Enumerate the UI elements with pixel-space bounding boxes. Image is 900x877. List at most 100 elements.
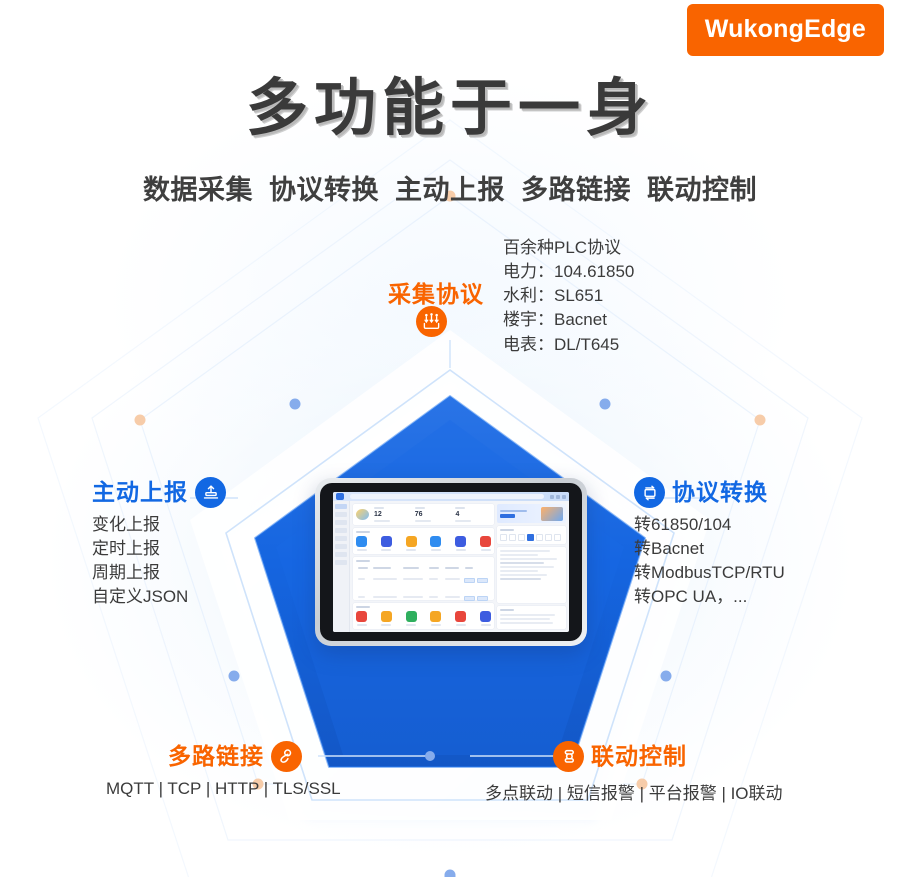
dashboard-search-input[interactable] [350,494,544,499]
quick-panel-grid[interactable] [500,534,563,541]
dashboard-stats-card: 12 76 [353,504,495,525]
node-report-item-3: 自定义JSON [92,587,189,607]
shortcut-5[interactable] [480,536,492,551]
quick-cell [545,534,553,541]
dashboard-sidebar[interactable] [333,501,350,632]
node-collect-icon-wrap [416,306,447,337]
node-convert-item-3: 转OPC UA，... [634,587,748,607]
stat-value-1: 76 [414,511,423,518]
dashboard-activity-feed [497,547,566,603]
node-active-report: 主动上报 变化上报 定时上报 周期上报 自定义JSON [92,477,226,610]
stat-2: 4 [455,507,491,522]
bottom-app-5[interactable] [480,611,492,626]
shortcut-4[interactable] [455,536,467,551]
subtitle-item-1: 协议转换 [268,175,379,205]
brand-badge: WukongEdge [686,4,884,56]
upload-icon [195,477,226,508]
pentagon-nodes [134,190,766,877]
bottom-app-1[interactable] [380,611,392,626]
edit-icon[interactable] [550,494,554,499]
node-convert-item-0: 转61850/104 [634,515,732,534]
node-report-item-0: 变化上报 [92,515,160,534]
subtitle-item-3: 多路链接 [521,175,632,205]
promo-illustration [541,506,563,521]
node-linkage-title: 联动控制 [591,743,687,769]
sidebar-item-0[interactable] [335,504,347,509]
dashboard-promo-banner[interactable] [497,504,566,523]
stat-0: 12 [374,507,410,522]
node-collect-item-2: 水利：SL651 [503,286,604,306]
quick-cell [554,534,562,541]
dashboard-topbar [333,492,569,501]
shortcut-1[interactable] [380,536,392,551]
table-header-row [356,565,491,570]
subtitle-item-0: 数据采集 [142,175,253,205]
node-report-list: 变化上报 定时上报 周期上报 自定义JSON [92,513,226,610]
table-row [356,588,491,606]
quick-cell [500,534,508,541]
node-convert-item-2: 转ModbusTCP/RTU [634,563,785,583]
stat-1: 76 [414,507,451,522]
sidebar-item-5[interactable] [335,544,347,549]
node-collect-item-3: 楼宇：Bacnet [503,310,607,330]
node-linkage-items: 多点联动 | 短信报警 | 平台报警 | IO联动 [485,784,783,803]
node-multilink-title: 多路链接 [168,743,264,769]
bottom-app-2[interactable] [405,611,417,626]
convert-loop-icon [634,477,665,508]
sidebar-item-7[interactable] [335,560,347,565]
bottom-app-0[interactable] [356,611,367,626]
node-collect-item-4: 电表：DL/T645 [503,334,620,354]
node-multilink: 多路链接 MQTT | TCP | HTTP | TLS/SSL [106,741,341,799]
sidebar-item-2[interactable] [335,520,347,525]
quick-cell [527,534,535,541]
quick-cell [536,534,544,541]
node-multilink-items: MQTT | TCP | HTTP | TLS/SSL [106,779,341,798]
data-collect-icon [416,306,447,337]
stat-value-0: 12 [374,511,382,518]
node-collect-protocol: 采集协议 [388,283,484,306]
dashboard-table-card [353,557,495,619]
node-report-item-2: 周期上报 [92,563,160,583]
node-convert-item-1: 转Bacnet [634,539,704,559]
node-convert-title: 协议转换 [672,479,768,505]
bottom-app-3[interactable] [430,611,442,626]
linkage-icon [553,741,584,772]
stat-value-2: 4 [455,511,460,518]
avatar[interactable] [562,494,566,499]
quick-cell [518,534,526,541]
node-report-title: 主动上报 [92,479,188,505]
sidebar-item-1[interactable] [335,512,347,517]
node-collect-item-0: 百余种PLC协议 [503,238,622,257]
dashboard-notices [497,606,566,629]
tablet-bezel: 12 76 [320,483,582,641]
dashboard-shortcuts-card [353,528,495,554]
shortcut-3[interactable] [430,536,442,551]
bottom-app-4[interactable] [455,611,467,626]
weather-icon [356,509,369,520]
node-protocol-convert: 协议转换 转61850/104 转Bacnet 转ModbusTCP/RTU 转… [634,477,785,610]
sidebar-item-6[interactable] [335,552,347,557]
sidebar-item-4[interactable] [335,536,347,541]
sidebar-item-3[interactable] [335,528,347,533]
link-icon [271,741,302,772]
subtitle-item-4: 联动控制 [647,175,758,205]
dashboard-logo-icon [336,493,344,500]
page-subtitle: 数据采集 协议转换 主动上报 多路链接 联动控制 [0,168,900,207]
page-title: 多功能于一身 [245,74,654,143]
node-convert-list: 转61850/104 转Bacnet 转ModbusTCP/RTU 转OPC U… [634,513,785,610]
tablet-screen: 12 76 [333,492,569,632]
table-row [356,570,491,588]
shortcut-2[interactable] [405,536,417,551]
dashboard-topbar-actions[interactable] [550,494,566,499]
dashboard-bottom-apps-card [353,603,495,629]
dashboard-quick-panel [497,526,566,544]
node-collect-title: 采集协议 [388,281,484,307]
node-collect-item-1: 电力：104.61850 [503,262,635,282]
shortcut-0[interactable] [356,536,367,551]
node-collect-list: 百余种PLC协议 电力：104.61850 水利：SL651 楼宇：Bacnet… [503,236,634,357]
edge-gateway-tablet: 12 76 [315,478,587,646]
more-icon[interactable] [556,494,560,499]
node-report-item-1: 定时上报 [92,539,160,559]
node-linkage-control: 联动控制 多点联动 | 短信报警 | 平台报警 | IO联动 [485,741,783,804]
